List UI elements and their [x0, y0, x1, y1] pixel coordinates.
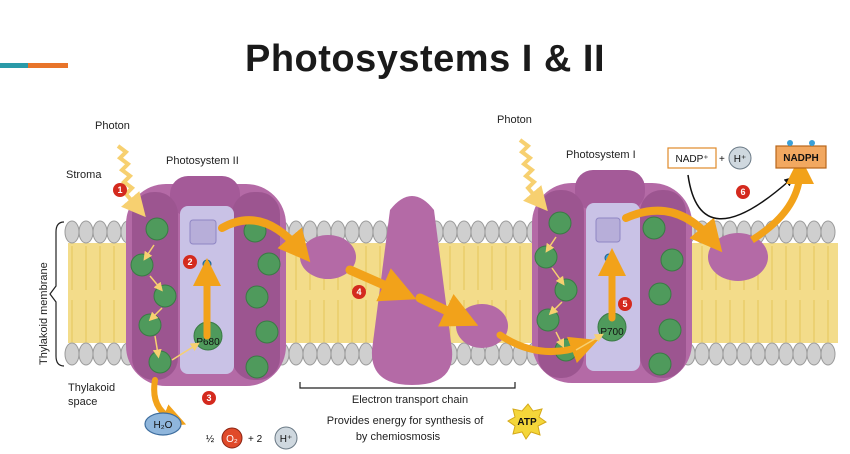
lipid-head — [792, 342, 808, 366]
lipid-head — [344, 342, 360, 366]
photon-right-label: Photon — [497, 114, 532, 126]
nadp-box: NADP⁺ — [667, 147, 717, 169]
slide-title: Photosystems I & II — [244, 38, 606, 80]
step-badge-2: 2 — [183, 255, 197, 269]
thylakoid-membrane-label: Thylakoid membrane — [38, 262, 50, 365]
step-badge-4: 4 — [352, 285, 366, 299]
nadph-box: NADPH — [775, 140, 827, 169]
electron-flow-arrows — [151, 206, 723, 427]
h-plus-ion-top: H⁺ — [728, 146, 752, 170]
svg-text:NADPH: NADPH — [783, 153, 819, 164]
lipid-head — [498, 220, 514, 244]
etc-bracket — [299, 382, 516, 389]
half-fraction: ½ — [206, 434, 215, 445]
lipid-head — [78, 220, 94, 244]
plus-sign: + — [719, 154, 725, 165]
nadp-reduction-arrow — [687, 174, 794, 220]
psii-electron-icon — [202, 259, 212, 269]
lipid-head — [330, 342, 346, 366]
svg-text:6: 6 — [740, 187, 745, 197]
lipid-head — [806, 220, 822, 244]
lipid-head — [792, 220, 808, 244]
h2o-molecule: H₂O — [144, 412, 182, 436]
lipid-head — [92, 342, 108, 366]
photosystem-ii-label: Photosystem II — [166, 155, 239, 167]
lipid-head — [64, 220, 80, 244]
svg-text:O₂: O₂ — [226, 434, 238, 445]
plastoquinone-carrier — [300, 235, 356, 279]
accent-line-orange — [28, 63, 68, 68]
svg-text:3: 3 — [206, 393, 211, 403]
step-badge-3: 3 — [202, 391, 216, 405]
lipid-head — [288, 342, 304, 366]
lipid-head — [484, 220, 500, 244]
lipid-head — [106, 220, 122, 244]
lipid-head — [708, 342, 724, 366]
lipid-head — [694, 342, 710, 366]
step-badge-6: 6 — [736, 185, 750, 199]
svg-text:H₂O: H₂O — [154, 420, 173, 431]
lipid-head — [302, 342, 318, 366]
lipid-head — [750, 342, 766, 366]
p700-label: P700 — [600, 327, 624, 338]
thylakoid-space-label-1: Thylakoid — [68, 382, 115, 394]
lipid-head — [358, 220, 374, 244]
lipid-head — [106, 342, 122, 366]
lipid-head — [358, 342, 374, 366]
lipid-head — [92, 220, 108, 244]
membrane-bracket — [49, 221, 65, 367]
svg-text:1: 1 — [117, 185, 122, 195]
lipid-head — [316, 342, 332, 366]
p680-label: P680 — [196, 337, 220, 348]
lipid-head — [442, 220, 458, 244]
svg-text:2: 2 — [187, 257, 192, 267]
lipid-head — [470, 220, 486, 244]
svg-text:H⁺: H⁺ — [280, 434, 293, 445]
thylakoid-space-label-2: space — [68, 396, 97, 408]
lipid-head — [736, 342, 752, 366]
etc-caption-line-1: Electron transport chain — [352, 394, 468, 406]
lipid-head — [764, 342, 780, 366]
photosystem-i-label: Photosystem I — [566, 149, 636, 161]
plastocyanin-carrier — [456, 304, 508, 348]
lipid-head — [512, 220, 528, 244]
etc-caption-line-2: Provides energy for synthesis of — [327, 415, 484, 427]
lipid-head — [372, 220, 388, 244]
lipid-head — [456, 220, 472, 244]
accent-line-teal — [0, 63, 28, 68]
photon-left-icon — [116, 144, 146, 218]
lipid-head — [820, 220, 836, 244]
lipid-head — [820, 342, 836, 366]
lipid-head — [778, 342, 794, 366]
plus-two-text: + 2 — [248, 434, 263, 445]
lipid-head — [498, 342, 514, 366]
stroma-label: Stroma — [66, 169, 102, 181]
lipid-head — [64, 342, 80, 366]
lipid-head — [78, 342, 94, 366]
h-plus-ion-bottom: H⁺ — [274, 426, 298, 450]
atp-starburst: ATP — [507, 403, 547, 440]
lipid-head — [722, 342, 738, 366]
svg-text:5: 5 — [622, 299, 627, 309]
excitation-arrows — [143, 236, 604, 361]
etc-caption-line-3: by chemiosmosis — [356, 431, 441, 443]
lipid-head — [778, 220, 794, 244]
psi-chlorophylls — [534, 211, 684, 376]
o2-molecule: O₂ — [221, 427, 243, 449]
step-badge-1: 1 — [113, 183, 127, 197]
svg-text:ATP: ATP — [517, 417, 537, 428]
nadp-reductase — [708, 233, 768, 281]
lipid-head — [806, 342, 822, 366]
lipid-head — [344, 220, 360, 244]
svg-text:NADP⁺: NADP⁺ — [675, 154, 708, 165]
svg-text:H⁺: H⁺ — [734, 154, 747, 165]
svg-text:4: 4 — [356, 287, 361, 297]
lipid-head — [456, 342, 472, 366]
step-badge-5: 5 — [618, 297, 632, 311]
photon-right-icon — [518, 138, 548, 212]
nadph-output-arrow — [750, 156, 814, 243]
photon-left-label: Photon — [95, 120, 130, 132]
